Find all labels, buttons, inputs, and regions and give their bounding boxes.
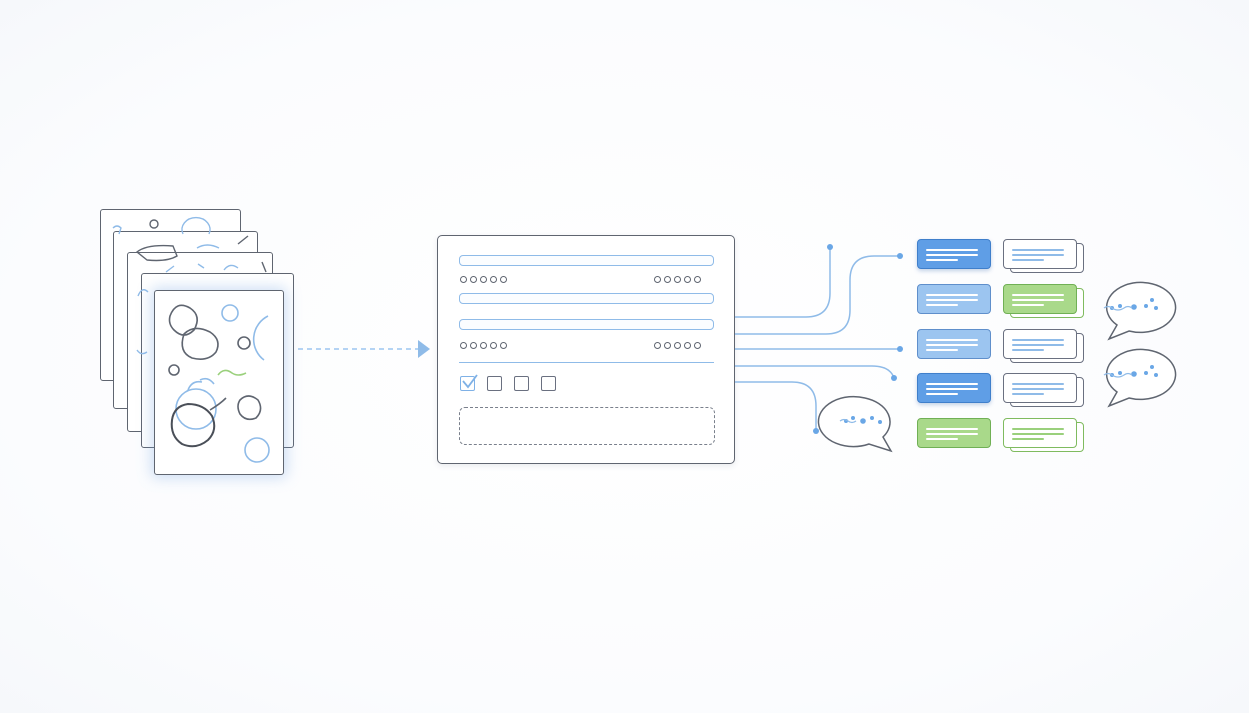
- drop-zone[interactable]: [459, 407, 715, 445]
- chip-r4-left: [917, 373, 991, 403]
- checkbox-3[interactable]: [514, 376, 529, 391]
- speech-bubble-upper-right: [1105, 281, 1177, 341]
- form-divider: [459, 362, 714, 363]
- chip-r3-right: [1003, 329, 1077, 359]
- chip-r3-left: [917, 329, 991, 359]
- connector-dots: [813, 244, 903, 434]
- chip-r5-right: [1003, 418, 1077, 448]
- chip-r4-right: [1003, 373, 1077, 403]
- rating-dots-left-2[interactable]: [460, 342, 507, 349]
- text-field-3[interactable]: [459, 319, 714, 330]
- structured-form-panel: [437, 235, 735, 464]
- speech-bubble-dots: [844, 298, 1158, 424]
- chip-r1-left: [917, 239, 991, 269]
- sketch-doodles-front: [168, 304, 270, 463]
- checkbox-1[interactable]: [460, 376, 475, 391]
- chip-r2-right: [1003, 284, 1077, 314]
- chip-r2-left: [917, 284, 991, 314]
- rating-dots-right-2[interactable]: [654, 342, 701, 349]
- rating-dots-left-1[interactable]: [460, 276, 507, 283]
- checkbox-2[interactable]: [487, 376, 502, 391]
- chip-r1-right: [1003, 239, 1077, 269]
- speech-bubble-lower-right: [1105, 348, 1177, 408]
- sketch-page-front: [154, 290, 284, 475]
- text-field-2[interactable]: [459, 293, 714, 304]
- checkmark-icon: [462, 374, 478, 389]
- checkbox-4[interactable]: [541, 376, 556, 391]
- speech-bubble-lower-left: [817, 395, 893, 453]
- arrow-sketch-to-form: [298, 340, 430, 358]
- chip-r5-left: [917, 418, 991, 448]
- rating-dots-right-1[interactable]: [654, 276, 701, 283]
- speech-bubble-squiggles: [839, 305, 1133, 424]
- sketch-doodles-back: [112, 216, 267, 355]
- text-field-1[interactable]: [459, 255, 714, 266]
